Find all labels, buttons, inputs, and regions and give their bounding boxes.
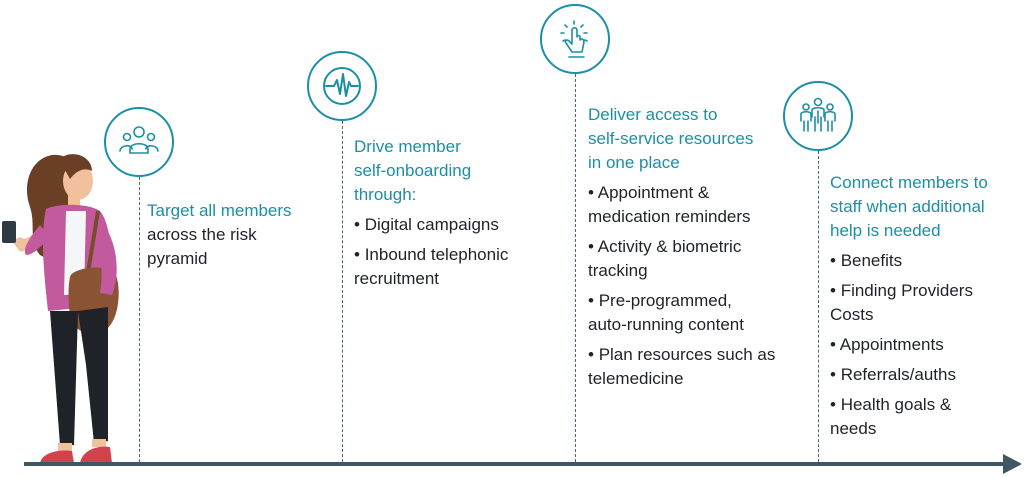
list-item: • Digital campaigns <box>354 215 499 234</box>
step-2-connector <box>342 121 343 462</box>
step-2-heading: Drive member self-onboarding through: <box>354 137 472 204</box>
step-1-heading: Target all members <box>147 201 292 220</box>
timeline-arrowhead <box>1003 454 1022 474</box>
step-1-icon-circle <box>104 107 174 177</box>
list-item: • Appointments <box>830 335 944 354</box>
step-3-text: Deliver access to self-service resources… <box>588 103 808 397</box>
step-3-list: • Appointment & medication reminders • A… <box>588 181 808 391</box>
list-item: • Health goals & needs <box>830 395 952 438</box>
step-4-text: Connect members to staff when additional… <box>830 171 1020 447</box>
list-item: • Pre-programmed, auto-running content <box>588 291 744 334</box>
step-4-icon-circle <box>783 81 853 151</box>
step-2-icon-circle <box>307 51 377 121</box>
list-item: • Referrals/auths <box>830 365 956 384</box>
step-2-text: Drive member self-onboarding through: • … <box>354 135 564 297</box>
people-group-icon <box>119 126 159 154</box>
step-4-heading: Connect members to staff when additional… <box>830 173 988 240</box>
list-item: • Appointment & medication reminders <box>588 183 751 226</box>
step-4-connector <box>818 151 819 462</box>
pulse-waveform-icon <box>323 67 361 105</box>
list-item: • Finding Providers Costs <box>830 281 973 324</box>
woman-with-phone-illustration <box>2 154 119 463</box>
step-3-icon-circle <box>540 4 610 74</box>
list-item: • Plan resources such as telemedicine <box>588 345 776 388</box>
step-1-text: Target all members across the risk pyram… <box>147 199 322 271</box>
step-4-list: • Benefits • Finding Providers Costs • A… <box>830 249 1020 441</box>
list-item: • Inbound telephonic recruitment <box>354 245 509 288</box>
list-item: • Benefits <box>830 251 903 270</box>
step-1-connector <box>139 177 140 462</box>
step-3-heading: Deliver access to self-service resources… <box>588 105 754 172</box>
touch-tap-icon <box>560 20 588 58</box>
step-1-description: across the risk pyramid <box>147 225 257 268</box>
staff-team-icon <box>800 97 836 132</box>
step-2-list: • Digital campaigns • Inbound telephonic… <box>354 213 564 291</box>
step-3-connector <box>575 74 576 462</box>
list-item: • Activity & biometric tracking <box>588 237 742 280</box>
